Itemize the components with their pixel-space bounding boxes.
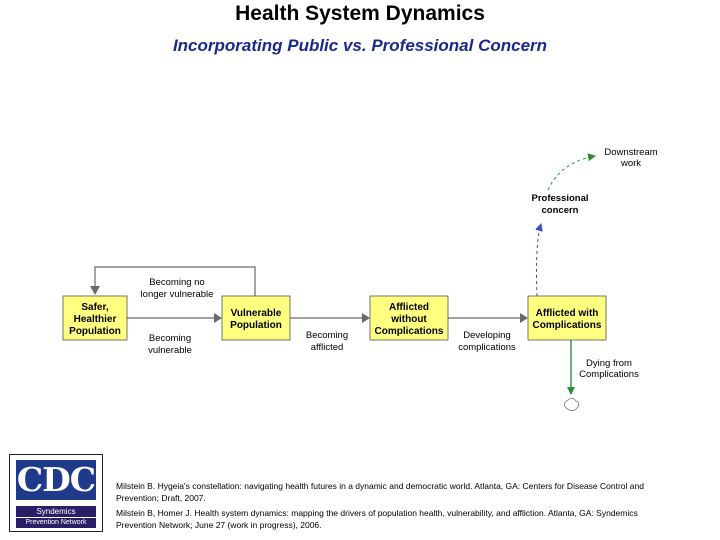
flow-label: Complications [579,369,639,380]
stock-label: Population [69,326,121,337]
flow-becoming-vulnerable [127,313,222,323]
stock-label: without [390,314,427,325]
link-to-downstream-work [547,153,596,191]
stock-label: Safer, [81,302,108,313]
downstream-work-label: Downstream [604,147,657,158]
downstream-work-label: work [620,158,641,169]
reference-1: Milstein B. Hygeia's constellation: navi… [116,481,644,503]
flow-label: complications [458,342,516,353]
flow-developing-complications [448,313,528,323]
flow-dying-from-complications [564,340,580,412]
flow-label: vulnerable [148,345,192,356]
stock-label: Population [230,320,282,331]
professional-concern-label: Professional [531,193,588,204]
stock-label: Afflicted with [536,308,599,319]
reference-2: Milstein B, Homer J. Health system dynam… [116,508,638,530]
flow-label: Becoming [149,333,191,344]
flow-label: Dying from [586,358,632,369]
flow-label: Developing [463,330,511,341]
flow-label: longer vulnerable [141,289,214,300]
stock-label: Complications [533,320,602,331]
stock-label: Healthier [74,314,117,325]
flow-label: afflicted [311,342,344,353]
flow-label: Becoming no [149,277,204,288]
stock-label: Afflicted [389,302,429,313]
cdc-logo-text: CDC [16,460,96,500]
stock-label: Vulnerable [231,308,282,319]
prevention-network-label: Prevention Network [16,518,96,528]
stock-label: Complications [375,326,444,337]
stock-safer-healthier-population: Safer, Healthier Population [62,295,128,341]
syndemics-label: Syndemics [16,506,96,517]
professional-concern-label: concern [542,205,579,216]
page-subtitle: Incorporating Public vs. Professional Co… [172,36,548,55]
cdc-syndemics-logo: CDC Syndemics Prevention Network [9,454,103,532]
stock-vulnerable-population: Vulnerable Population [221,295,291,341]
page-title: Health System Dynamics [235,2,485,25]
link-to-professional-concern [535,223,543,297]
flow-becoming-afflicted [290,313,370,323]
stock-afflicted-with-complications: Afflicted with Complications [527,295,607,341]
flow-becoming-no-longer-vulnerable [90,266,256,296]
stock-afflicted-without-complications: Afflicted without Complications [369,295,449,341]
flow-label: Becoming [306,330,348,341]
